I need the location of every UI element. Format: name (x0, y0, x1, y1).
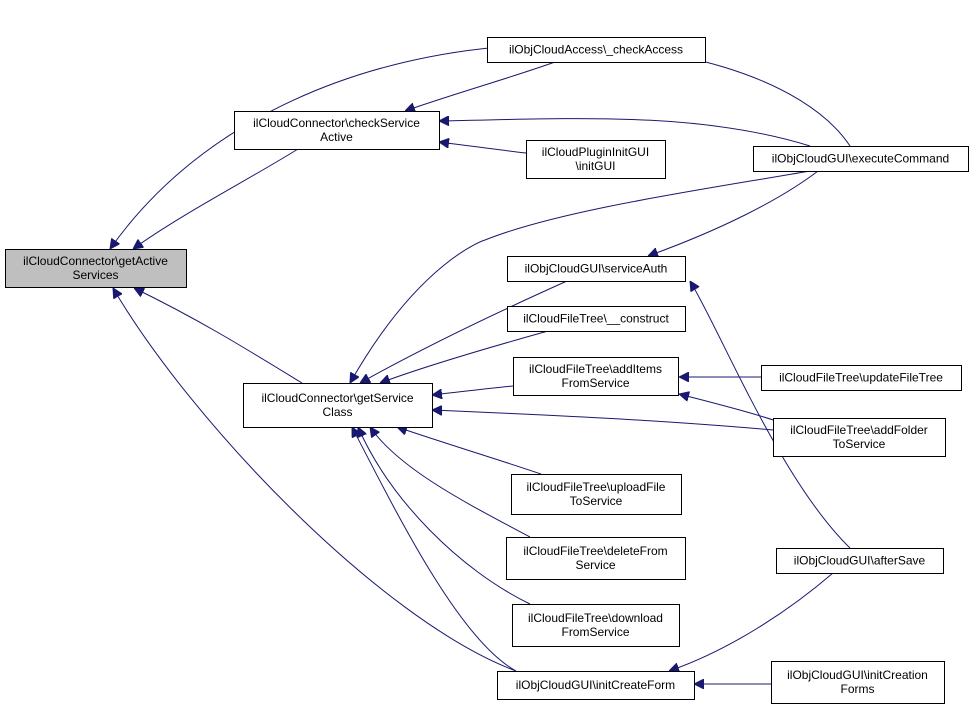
node-label-line: Class (322, 405, 352, 419)
node-box (513, 357, 679, 396)
node-label-line: ilObjCloudGUI\serviceAuth (525, 262, 668, 276)
edge-executeCommand-to-getActiveServices (113, 288, 517, 672)
node-label-line: ilCloudFileTree\download (528, 611, 663, 625)
node-label-line: ilObjCloudGUI\initCreateForm (516, 678, 675, 692)
edge-executeCommand-to-checkServiceActive (439, 119, 811, 147)
node-label-line: ilCloudConnector\checkService (253, 116, 420, 130)
node-afterSave[interactable]: ilObjCloudGUI\afterSave (776, 548, 944, 574)
edge-addItemsFromService-to-getServiceClass (380, 330, 549, 383)
nodes-layer: ilCloudConnector\getActiveServicesilClou… (5, 37, 969, 704)
node-label-line: ilCloudFileTree\addItems (529, 362, 662, 376)
node-label-line: ilCloudFileTree\updateFileTree (779, 371, 943, 385)
node-label-line: ilObjCloudGUI\initCreation (787, 668, 928, 682)
node-label-line: ilCloudConnector\getService (261, 391, 413, 405)
edge-initCreateForm-to-getServiceClass (397, 427, 542, 475)
node-executeCommand[interactable]: ilObjCloudGUI\executeCommand (753, 146, 969, 172)
node-label-line: \initGUI (575, 159, 615, 173)
node-box (234, 111, 440, 150)
edge-deleteFromService-to-getServiceClass (679, 394, 774, 421)
node-label-line: ToService (570, 494, 623, 508)
node-label-line: FromService (561, 376, 629, 390)
node-label-line: ilObjCloudAccess\_checkAccess (509, 43, 683, 57)
node-box (506, 537, 686, 580)
edge-executeCommand-to-getServiceClass (350, 170, 811, 383)
node-updateFileTree[interactable]: ilCloudFileTree\updateFileTree (761, 365, 962, 391)
edge-afterSave-to-initCreateForm (669, 572, 834, 671)
edge-downloadFromService-to-getServiceClass (432, 410, 774, 431)
node-box (526, 140, 666, 179)
node-label-line: ilCloudPluginInitGUI (542, 145, 649, 159)
node-construct[interactable]: ilCloudFileTree\__construct (507, 306, 686, 332)
node-box (487, 37, 706, 63)
node-label-line: ilCloudFileTree\addFolder (790, 423, 928, 437)
node-box (511, 474, 682, 515)
node-pluginInitGUI[interactable]: ilCloudPluginInitGUI\initGUI (526, 140, 666, 179)
node-label-line: ilObjCloudGUI\executeCommand (772, 152, 949, 166)
edge-construct-to-getServiceClass (360, 280, 568, 383)
node-box (753, 146, 969, 172)
node-label-line: ilObjCloudGUI\afterSave (794, 554, 926, 568)
edge-executeCommand-to-serviceAuth (370, 427, 531, 538)
edge-checkAccess-to-checkServiceActive (405, 61, 556, 111)
node-box (776, 548, 944, 574)
node-label-line: Services (72, 268, 118, 282)
edge-checkServiceActive-to-getActiveServices (134, 288, 303, 384)
node-box (497, 671, 695, 700)
node-box (512, 604, 680, 647)
node-box (5, 249, 187, 288)
node-serviceAuth[interactable]: ilObjCloudGUI\serviceAuth (507, 256, 686, 282)
edge-serviceAuth-to-getServiceClass (648, 170, 819, 256)
node-label-line: ilCloudFileTree\__construct (523, 312, 669, 326)
node-box (773, 418, 946, 457)
edge-addFolderToService-to-getServiceClass (432, 385, 514, 395)
node-label-line: Active (320, 130, 353, 144)
node-label-line: FromService (561, 625, 629, 639)
node-box (507, 306, 686, 332)
edge-addFolderToService-to-addItemsFromService (690, 281, 851, 549)
node-label-line: ilCloudFileTree\deleteFrom (523, 544, 667, 558)
node-label-line: Service (575, 558, 615, 572)
node-box (507, 256, 686, 282)
edge-afterSave-to-serviceAuth (358, 427, 531, 605)
node-initCreateForm[interactable]: ilObjCloudGUI\initCreateForm (497, 671, 695, 700)
node-label-line: Forms (841, 682, 875, 696)
edge-getServiceClass-to-getActiveServices (133, 148, 299, 249)
node-label-line: ilCloudConnector\getActive (23, 254, 168, 268)
node-checkAccess[interactable]: ilObjCloudAccess\_checkAccess (487, 37, 706, 63)
node-label-line: ToService (833, 437, 886, 451)
node-box (761, 365, 962, 391)
edges-layer (110, 43, 851, 684)
edge-pluginInitGUI-to-checkServiceActive (439, 142, 527, 154)
edge-updateFileTree-to-addItemsFromService (352, 427, 517, 672)
node-label-line: ilCloudFileTree\uploadFile (527, 480, 666, 494)
node-box (771, 661, 945, 704)
node-box (243, 383, 433, 428)
